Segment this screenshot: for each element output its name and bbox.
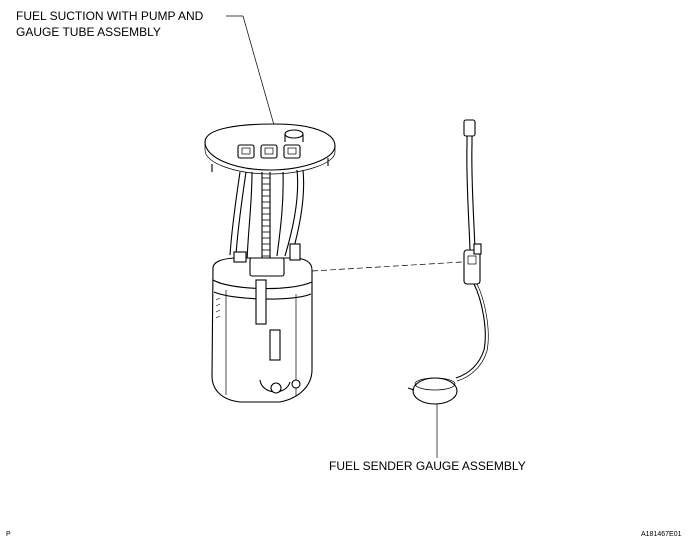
installation-dashed-line [311,261,463,272]
fuel-sender-gauge [407,119,489,405]
sender-connector [463,119,476,137]
figure-code: A181467E01 [641,531,682,538]
pump-canister [211,243,313,403]
sender-gauge-label: FUEL SENDER GAUGE ASSEMBLY [329,459,526,473]
corner-mark: P [6,531,11,538]
gauge-tubes [229,169,305,263]
sender-float [407,377,458,405]
pump-assembly-label-line2: GAUGE TUBE ASSEMBLY [16,25,161,39]
pump-assembly-label-line1: FUEL SUCTION WITH PUMP AND [16,9,204,23]
pump-assembly-leader [226,15,275,126]
sender-body [463,249,481,285]
fuel-pump-assembly [204,123,336,403]
mounting-flange [204,123,336,175]
